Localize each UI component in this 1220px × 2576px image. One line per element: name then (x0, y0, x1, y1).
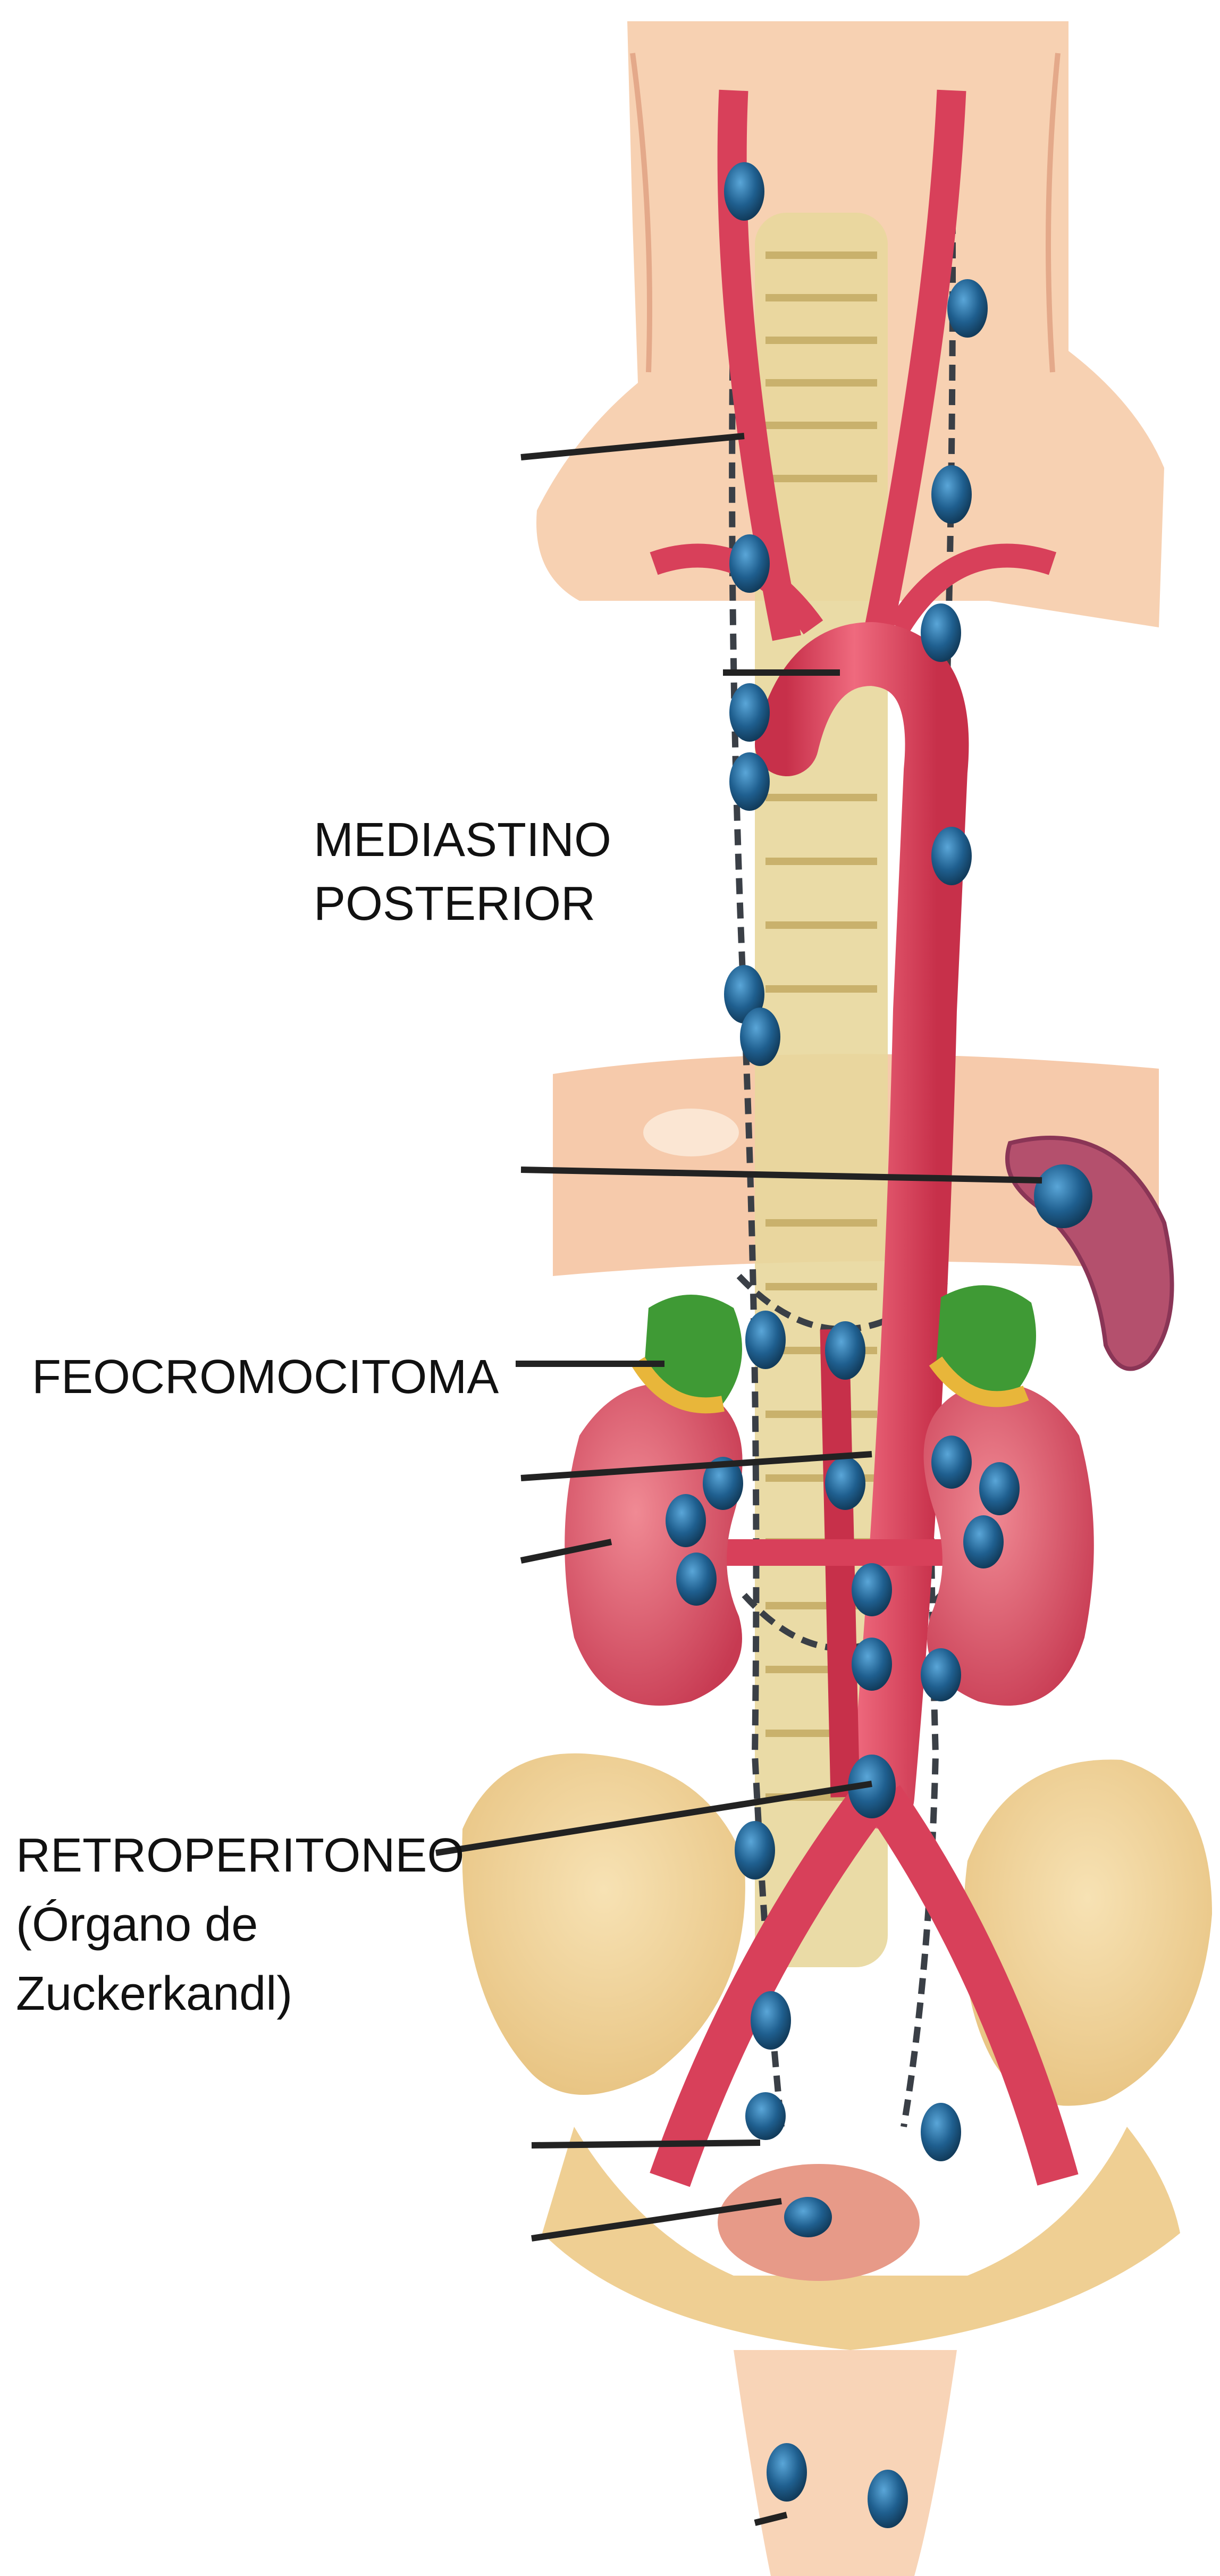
label-retroperitoneo-line2: (Órgano de (16, 1898, 258, 1951)
label-retroperitoneo-line1: RETROPERITONEO (16, 1829, 464, 1882)
label-retroperitoneo-line3: Zuckerkandl) (16, 1967, 292, 2020)
label-feocromocitoma: FEOCROMOCITOMA (32, 1350, 499, 1404)
label-mediastino-line2: POSTERIOR (314, 877, 595, 930)
label-mediastino-posterior: MEDIASTINO POSTERIOR (314, 813, 625, 930)
label-mediastino-line1: MEDIASTINO (314, 813, 611, 867)
label-retroperitoneo: RETROPERITONEO (Órgano de Zuckerkandl) (16, 1829, 477, 2020)
